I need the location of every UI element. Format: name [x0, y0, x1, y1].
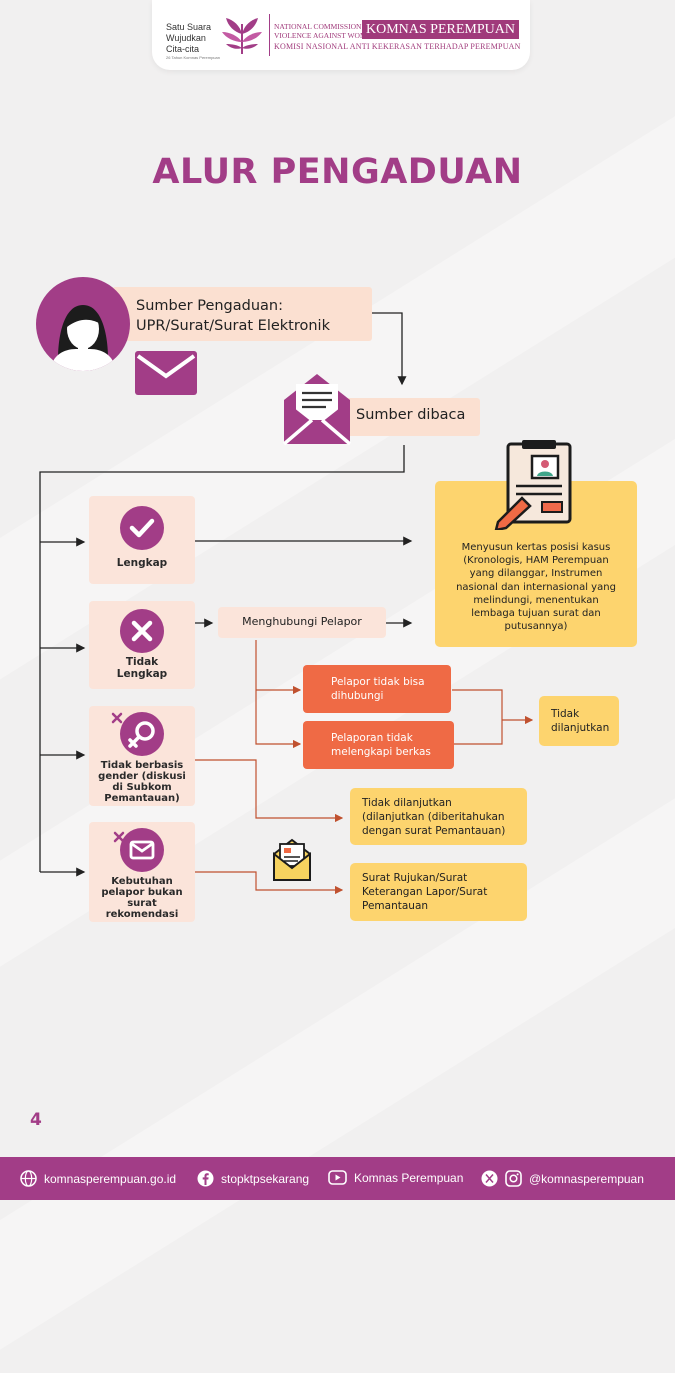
discontinued-letter-line: dengan surat Pemantauan) — [362, 825, 506, 837]
needs-label: rekomendasi — [105, 909, 179, 920]
position-paper-line: melindungi, menentukan — [473, 594, 599, 606]
footer-website[interactable]: komnasperempuan.go.id — [20, 1170, 176, 1187]
read-label: Sumber dibaca — [356, 407, 466, 423]
discontinued-box: Tidak dilanjutkan — [539, 696, 619, 746]
incomplete-label: Tidak — [125, 656, 159, 668]
needs-label: surat — [127, 898, 157, 909]
category-needs: Kebutuhan pelapor bukan surat rekomendas… — [89, 822, 195, 922]
source-box: Sumber Pengaduan: UPR/Surat/Surat Elektr… — [112, 287, 372, 341]
position-paper-line: yang dilanggar, Instrumen — [469, 568, 603, 580]
source-channels: UPR/Surat/Surat Elektronik — [136, 318, 330, 334]
not-gender-label: gender (diskusi — [98, 771, 186, 782]
slogan-line: Cita-cita — [166, 44, 200, 54]
not-gender-label: di Subkom — [112, 782, 172, 793]
check-icon — [120, 506, 164, 550]
mail-icon — [135, 351, 197, 395]
category-not-gender-based: Tidak berbasis gender (diskusi di Subkom… — [89, 706, 195, 806]
contact-label: Menghubungi Pelapor — [242, 615, 362, 628]
kp-indonesian: KOMISI NASIONAL ANTI KEKERASAN TERHADAP … — [274, 42, 521, 51]
x-twitter-icon — [481, 1170, 498, 1187]
cannot-contact-line: dihubungi — [331, 690, 384, 702]
source-label: Sumber Pengaduan: — [136, 298, 283, 314]
flow-connectors — [39, 312, 534, 895]
letter-envelope-icon — [273, 838, 311, 881]
footer-youtube[interactable]: Komnas Perempuan — [328, 1170, 463, 1185]
header-divider — [269, 14, 270, 56]
small-cross-icon — [111, 712, 123, 724]
discontinued-letter-line: (dilanjutkan (diberitahukan — [362, 811, 505, 823]
facebook-link[interactable]: stopktpsekarang — [221, 1171, 310, 1186]
globe-icon — [20, 1170, 37, 1187]
footer-bar: komnasperempuan.go.id stopktpsekarang Ko… — [0, 1157, 675, 1200]
footer-facebook[interactable]: stopktpsekarang — [197, 1170, 309, 1187]
category-incomplete: Tidak Lengkap — [89, 601, 195, 689]
not-gender-label: Pemantauan) — [104, 793, 180, 804]
header-card: Satu Suara Wujudkan Cita-cita 26 Tahun K… — [152, 0, 530, 70]
needs-label: Kebutuhan — [111, 876, 173, 887]
cross-icon — [120, 609, 164, 653]
kp-en-line: NATIONAL COMMISSION ON — [274, 22, 375, 31]
page-title: ALUR PENGADUAN — [152, 152, 523, 192]
incomplete-docs-line: melengkapi berkas — [331, 746, 431, 758]
referral-line: Keterangan Lapor/Surat — [362, 886, 488, 898]
not-gender-label: Tidak berbasis — [100, 760, 184, 771]
footer-social[interactable]: @komnasperempuan — [481, 1170, 644, 1187]
cannot-contact-line: Pelapor tidak bisa — [331, 676, 425, 688]
person-avatar-icon — [36, 277, 130, 371]
cannot-contact-box: Pelapor tidak bisa dihubungi — [303, 665, 451, 713]
open-letter-icon — [282, 374, 352, 446]
read-box: Sumber dibaca — [346, 398, 480, 436]
kp-badge: KOMNAS PEREMPUAN — [362, 20, 519, 39]
facebook-icon — [197, 1170, 214, 1187]
position-paper-line: Menyusun kertas posisi kasus — [461, 542, 611, 553]
slogan: Satu Suara Wujudkan Cita-cita 26 Tahun K… — [166, 22, 220, 61]
contact-box: Menghubungi Pelapor — [218, 607, 386, 638]
envelope-icon — [120, 828, 164, 872]
position-paper-line: nasional dan internasional yang — [456, 581, 616, 593]
slogan-small: 26 Tahun Komnas Perempuan — [166, 55, 220, 60]
position-paper-line: lembaga tujuan surat dan — [471, 608, 601, 620]
discontinued-letter-line: Tidak dilanjutkan — [362, 797, 452, 809]
flower-logo-icon — [222, 18, 262, 55]
referral-line: Surat Rujukan/Surat — [362, 872, 468, 884]
kp-en-line: VIOLENCE AGAINST WOMEN — [274, 31, 377, 40]
page-number: 4 — [30, 1110, 42, 1130]
incomplete-docs-box: Pelaporan tidak melengkapi berkas — [303, 721, 454, 769]
position-paper-line: putusannya) — [504, 621, 568, 633]
kp-english: NATIONAL COMMISSION ON VIOLENCE AGAINST … — [274, 22, 377, 40]
discontinued-line: Tidak — [551, 708, 580, 720]
website-link[interactable]: komnasperempuan.go.id — [44, 1171, 177, 1186]
category-complete: Lengkap — [89, 496, 195, 584]
position-paper-line: (Kronologis, HAM Perempuan — [463, 555, 609, 567]
needs-label: pelapor bukan — [101, 887, 183, 898]
female-symbol-icon — [120, 712, 164, 756]
referral-line: Pemantauan — [362, 900, 429, 912]
discontinued-letter-box: Tidak dilanjutkan (dilanjutkan (diberita… — [350, 788, 527, 845]
youtube-link[interactable]: Komnas Perempuan — [354, 1170, 464, 1185]
small-cross-icon — [113, 831, 125, 843]
incomplete-label: Lengkap — [116, 668, 168, 680]
youtube-icon — [328, 1170, 347, 1185]
slogan-line: Wujudkan — [166, 33, 206, 43]
incomplete-docs-line: Pelaporan tidak — [331, 732, 413, 744]
complete-label: Lengkap — [116, 557, 168, 569]
discontinued-line: dilanjutkan — [551, 722, 610, 734]
referral-box: Surat Rujukan/Surat Keterangan Lapor/Sur… — [350, 863, 527, 921]
slogan-line: Satu Suara — [166, 22, 212, 32]
social-handle[interactable]: @komnasperempuan — [529, 1171, 644, 1186]
instagram-icon — [505, 1170, 522, 1187]
document-profile-icon — [494, 440, 572, 530]
